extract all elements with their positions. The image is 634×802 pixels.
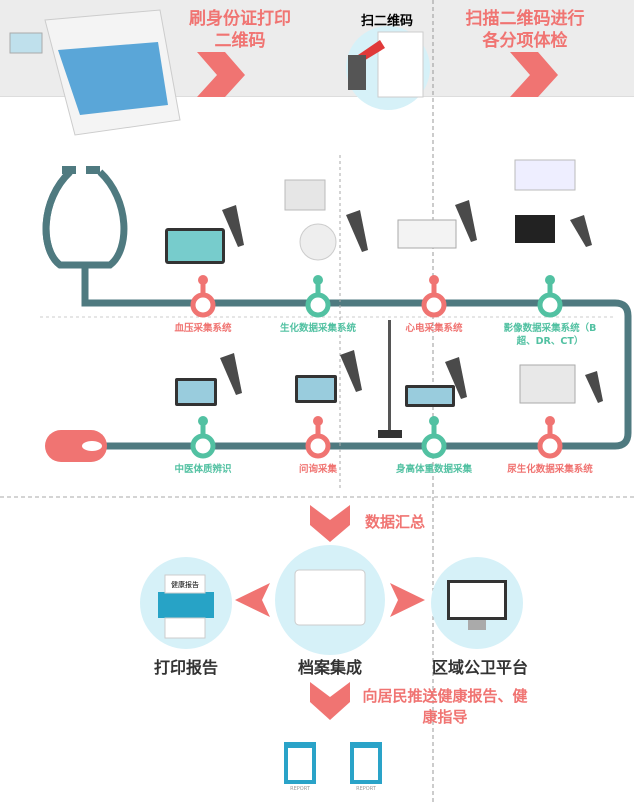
node-ring	[190, 433, 216, 459]
device-icons	[165, 159, 576, 438]
platform-label: 区域公卫平台	[431, 658, 528, 677]
node-ring	[537, 292, 563, 318]
print-report-label: 打印报告	[153, 658, 218, 677]
node-ring	[421, 433, 447, 459]
system-label: 问询采集	[298, 464, 337, 475]
archive-label: 档案集成	[297, 658, 362, 677]
system-label: 生化数据采集系统	[279, 323, 356, 334]
node-ring	[421, 292, 447, 318]
step-scan-qr: 扫二维码	[360, 14, 413, 29]
arrow-right-2	[510, 52, 558, 97]
system-label: 身高体重数据采集	[395, 464, 472, 475]
node-dot	[198, 416, 208, 426]
push-report-label: 向居民推送健康报告、健康指导	[362, 687, 528, 726]
arrow-right-1	[197, 52, 245, 97]
system-label: 尿生化数据采集系统	[507, 464, 593, 475]
scanner-bubble-icon	[346, 26, 430, 110]
arrow-left	[235, 583, 270, 617]
arrow-right	[390, 583, 425, 617]
print-report-tag: 健康报告	[171, 581, 199, 589]
system-label: 血压采集系统	[174, 323, 232, 334]
summary-label: 数据汇总	[365, 513, 426, 531]
barcode-scanner-icons	[220, 200, 603, 403]
node-dot	[545, 275, 555, 285]
step-scan-exams: 扫描二维码进行各分项体检	[465, 9, 585, 51]
chevron-down-1	[310, 505, 350, 542]
node-ring	[305, 292, 331, 318]
node-dot	[198, 275, 208, 285]
node-dot	[545, 416, 555, 426]
node-dot	[429, 416, 439, 426]
stethoscope-chestpiece-icon	[45, 430, 107, 462]
node-dot	[429, 275, 439, 285]
node-ring	[537, 433, 563, 459]
node-ring	[305, 433, 331, 459]
node-dot	[313, 275, 323, 285]
node-ring	[190, 292, 216, 318]
tablet-device-icon	[9, 9, 181, 136]
step-swipe-id-print-qr: 刷身份证打印二维码	[189, 9, 291, 51]
node-dot	[313, 416, 323, 426]
report-icons	[284, 742, 382, 784]
report-icon-text: REPORT	[356, 786, 376, 792]
system-label: 影像数据采集系统（B超、DR、CT）	[503, 323, 597, 347]
system-label: 心电采集系统	[405, 323, 463, 334]
system-label: 中医体质辨识	[174, 464, 232, 475]
chevron-down-2	[310, 682, 350, 720]
report-icon-text: REPORT	[290, 786, 310, 792]
